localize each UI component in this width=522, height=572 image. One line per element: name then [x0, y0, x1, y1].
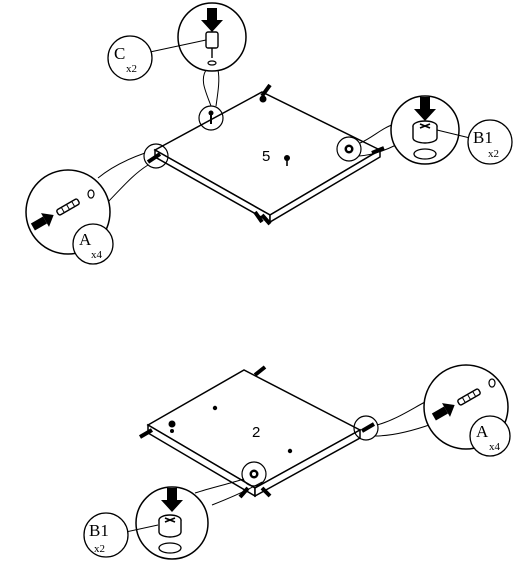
panel-2-dowel-left: [138, 428, 154, 439]
part-label-b1-circle: [83, 512, 129, 558]
cam-lock-icon: [412, 120, 438, 144]
callout-spot-right-lower: [353, 415, 379, 441]
callout-c: C x2: [107, 2, 247, 107]
part-qty-b1: x2: [488, 148, 499, 160]
panel-5-dowel-right: [371, 146, 385, 155]
part-qty-b1: x2: [94, 543, 105, 555]
hole-icon: [212, 405, 218, 411]
insert-arrow-icon: [30, 213, 54, 231]
part-label-a-circle: [469, 415, 511, 457]
part-code-a: A: [476, 422, 489, 441]
panel-2-group: 2: [138, 365, 379, 499]
panel-2-dowel-front-right: [260, 486, 272, 498]
part-qty-a: x4: [91, 249, 103, 261]
panel-number-2: 2: [252, 424, 260, 441]
panel-5-right-edge: [269, 148, 381, 224]
callout-a-right: A x4: [374, 364, 511, 457]
cam-lock-icon: [344, 144, 354, 154]
callout-b1-lower: B1 x2: [83, 478, 263, 560]
callout-spot-left: [143, 143, 169, 169]
part-label-a-circle: [72, 223, 114, 265]
cam-lock-icon: [249, 469, 259, 479]
cam-lock-icon: [168, 420, 176, 433]
hole-icon: [158, 542, 182, 554]
panel-5-dowel-back: [259, 83, 272, 103]
panel-5-group: 5: [143, 83, 385, 226]
panel-number-5: 5: [262, 148, 270, 165]
part-label-b1-circle: [467, 119, 513, 165]
callout-spot-right: [336, 136, 362, 162]
cam-pin-icon: [284, 155, 290, 166]
insert-arrow-icon: [414, 97, 436, 121]
cam-pin-icon: [208, 110, 214, 124]
part-code-b1: B1: [473, 128, 493, 147]
callout-a-left: A x4: [25, 152, 149, 265]
hole-icon: [488, 378, 496, 388]
panel-2-dowel-right: [360, 422, 376, 433]
insert-arrow-icon: [431, 403, 455, 421]
part-code-a: A: [79, 230, 92, 249]
panel-5-dowel-front-right: [260, 213, 272, 226]
part-qty-c: x2: [126, 63, 137, 75]
panel-5-dowel-left: [146, 152, 162, 164]
part-code-b1: B1: [89, 521, 109, 540]
insert-arrow-icon: [161, 488, 183, 512]
insert-arrow-icon: [201, 8, 223, 32]
hole-icon: [287, 448, 293, 454]
panel-5-dowel-front-left: [253, 210, 264, 224]
hole-icon: [413, 148, 437, 160]
cam-lock-icon: [158, 514, 182, 538]
part-qty-a: x4: [489, 441, 501, 453]
part-code-c: C: [114, 44, 125, 63]
cam-pin-icon: [205, 31, 219, 66]
panel-2-dowel-back: [253, 365, 267, 377]
callout-b1-right: B1 x2: [358, 95, 513, 165]
hole-icon: [87, 189, 95, 199]
part-label-c-circle: [107, 35, 153, 81]
